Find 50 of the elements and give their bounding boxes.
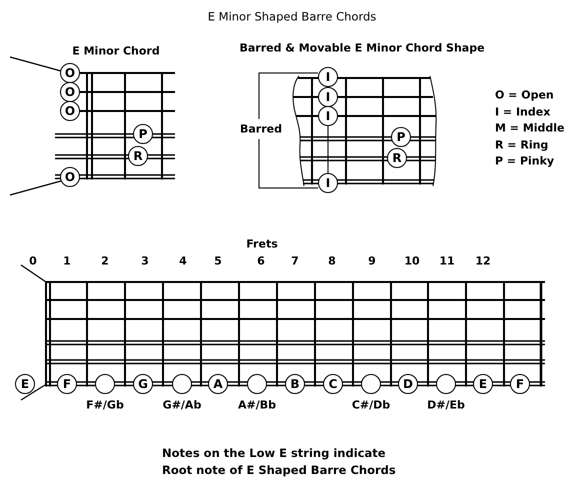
axis-title: Frets (246, 238, 278, 250)
note-marker: E (15, 374, 35, 394)
finger-marker: I (318, 67, 338, 87)
fret-number: 12 (475, 256, 491, 266)
note-marker: G (133, 374, 153, 394)
fret-number: 5 (214, 256, 222, 266)
finger-marker: I (318, 87, 338, 107)
fret-number: 11 (439, 256, 455, 266)
fret-number: 3 (141, 256, 149, 266)
key-text: I = Index (495, 106, 550, 118)
note-marker: C (323, 374, 343, 394)
fret-number: 8 (328, 256, 336, 266)
finger-marker: O (60, 101, 80, 121)
note-marker: F (57, 374, 77, 394)
finger-marker: P (133, 124, 153, 144)
caption: Notes on the Low E string indicate Root note of E Shaped Barre Chords (162, 445, 397, 479)
fret-number: 9 (368, 256, 376, 266)
chord-heading: Barred & Movable E Minor Chord Shape (239, 42, 485, 54)
note-marker: B (285, 374, 305, 394)
key-text: O = Open (495, 90, 554, 100)
note-marker: F (510, 374, 530, 394)
key-text: M = Middle (495, 122, 565, 134)
finger-marker: R (387, 148, 407, 168)
finger-marker: O (60, 82, 80, 102)
chord-heading: E Minor Chord (72, 46, 160, 56)
key-text: R = Ring (495, 140, 548, 150)
note-name: C#/Db (352, 400, 390, 410)
fret-number: 6 (257, 256, 265, 266)
note-name: F#/Gb (86, 400, 124, 410)
finger-marker: I (318, 173, 338, 193)
finger-marker: P (391, 127, 411, 147)
finger-marker: R (128, 146, 148, 166)
note-marker: E (473, 374, 493, 394)
finger-marker: O (60, 63, 80, 83)
fret-number: 7 (291, 256, 299, 266)
note-name: A#/Bb (238, 400, 276, 410)
note-marker: D (398, 374, 418, 394)
diagram-title: E Minor Shaped Barre Chords (208, 11, 376, 23)
fret-number: 1 (63, 256, 71, 266)
fret-number: 0 (29, 256, 37, 266)
bracket-label: Barred (240, 124, 282, 134)
finger-marker: I (318, 106, 338, 126)
fret-number: 2 (101, 256, 109, 266)
fret-number: 10 (404, 256, 420, 266)
key-text: P = Pinky (495, 156, 554, 166)
note-name: D#/Eb (427, 400, 465, 410)
fret-number: 4 (179, 256, 187, 266)
note-marker: A (208, 374, 228, 394)
note-name: G#/Ab (162, 400, 202, 410)
finger-marker: O (60, 167, 80, 187)
